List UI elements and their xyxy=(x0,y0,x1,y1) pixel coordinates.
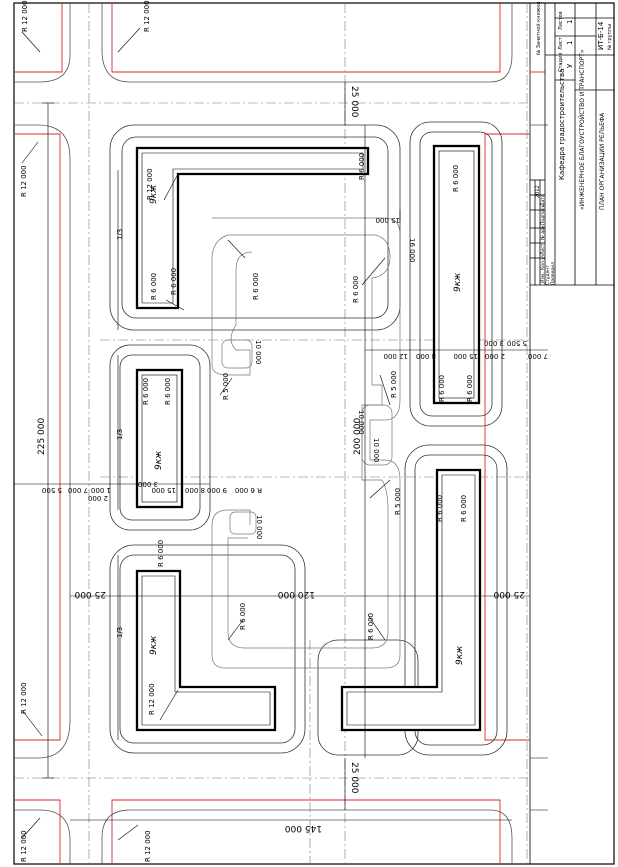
driveway xyxy=(211,217,401,669)
radius-r12-4: R 12 000 xyxy=(20,682,28,714)
red-lines xyxy=(14,3,545,864)
radius-r6-5: R 6 000 xyxy=(252,273,260,300)
dim-2-mid: 2 000 xyxy=(485,352,505,360)
title-sheet-title: ПЛАН ОРГАНИЗАЦИИ РЕЛЬЕФА xyxy=(599,112,606,210)
title-stage: У xyxy=(566,63,574,68)
dim-1-left: 1 000 xyxy=(91,486,111,494)
radius-r6-3: R 6 000 xyxy=(170,268,178,295)
radius-r12-5: R 12 000 xyxy=(20,830,28,862)
radius-r12-2: R 12 000 xyxy=(143,0,151,32)
block-outlines xyxy=(109,121,508,756)
title-sheets-header: Листов xyxy=(558,11,564,30)
title-hdr-2: Лист xyxy=(540,243,546,255)
radius-leaders xyxy=(21,27,391,841)
radius-r12-8: R 12 000 xyxy=(148,683,156,715)
building-label-1: 9кж xyxy=(149,184,159,204)
title-sheets-total: 1 xyxy=(566,20,574,24)
title-hdr-1: Кол.уч xyxy=(540,254,546,270)
dim-8-left: 8 000 xyxy=(185,486,205,494)
dim-total-height: 225 000 xyxy=(37,418,47,455)
radius-r6-8: R 6 000 xyxy=(466,375,474,402)
dim-3-left: 3 000 xyxy=(138,480,158,488)
dim-7-left: 7 000 xyxy=(68,486,88,494)
radius-r12-3: R 12 000 xyxy=(20,165,28,197)
building-label-5: 9кж xyxy=(455,645,465,665)
radius-r6-15: R 6 000 xyxy=(157,540,165,567)
title-discipline: «ИНЖЕНЕРНОЕ БЛАГОУСТРОЙСТВО И ТРАНСПОРТ» xyxy=(579,49,586,210)
radius-r6-9: R 6 000 xyxy=(142,378,150,405)
dim-10-a: 10 000 xyxy=(254,340,262,365)
title-hdr-4: Подпись xyxy=(540,204,546,225)
dim-15-mid: 15 000 xyxy=(454,352,479,360)
title-hdr-5: Дата xyxy=(540,194,546,206)
dim-ratio-1: 1/3 xyxy=(116,229,124,240)
dim-10-b: 10 000 xyxy=(255,515,263,540)
dim-bottom-street: 25 000 xyxy=(349,762,359,794)
radius-r12-7: R 12 000 xyxy=(146,168,154,200)
radius-r12-6: R 12 000 xyxy=(144,830,152,862)
title-department: Кафедра градостроительства xyxy=(558,69,566,180)
radius-r6-10: R 6 000 xyxy=(164,378,172,405)
dim-10-c: 10 000 xyxy=(357,410,365,435)
radius-r6-7: R 6 000 xyxy=(438,375,446,402)
radius-r5-1: R 5 000 xyxy=(222,373,230,400)
dim-55-left: 5 500 xyxy=(42,486,62,494)
building-label-4: 9кж xyxy=(149,635,159,655)
title-hdr-3: № док. xyxy=(540,224,546,240)
radius-r6-14: R 6 000 xyxy=(367,613,375,640)
building-bottom-left xyxy=(135,569,277,732)
radius-r6-1: R 6 000 xyxy=(358,153,366,180)
dim-15-top: 15 000 xyxy=(376,216,401,224)
radius-r5-3: R 5 000 xyxy=(394,488,402,515)
title-student: Студент xyxy=(545,265,551,285)
dim-total-width: 145 000 xyxy=(285,823,322,833)
dim-ratio-3: 1/3 xyxy=(116,627,124,638)
sheet-frame xyxy=(13,2,615,865)
dim-9-left: 9 000 xyxy=(207,486,227,494)
dim-10-d: 10 000 xyxy=(372,438,380,463)
title-gradebook: № Зачетной книжки xyxy=(535,2,542,55)
building-label-3: 9кж xyxy=(154,450,164,470)
title-checked: Проверил xyxy=(550,262,556,285)
building-bottom-right xyxy=(340,468,482,732)
dim-7-mid: 7 000 xyxy=(528,352,548,360)
dimension-lines xyxy=(14,82,548,821)
dim-16: 16 000 xyxy=(408,238,416,263)
radius-r6-12: R 6 000 xyxy=(460,495,468,522)
radius-r6-6: R 6 000 xyxy=(352,276,360,303)
title-sheet-no: 1 xyxy=(566,41,574,45)
radius-r5-2: R 5 000 xyxy=(390,371,398,398)
axis-lines xyxy=(14,3,530,864)
building-top-right xyxy=(432,144,481,405)
dim-8-mid: 8 000 xyxy=(416,352,436,360)
radius-r6-4: R 6 000 xyxy=(150,273,158,300)
dim-inner-height: 200 000 xyxy=(353,418,363,455)
dim-right-street: 25 000 xyxy=(493,589,525,599)
dim-6-left: R 6 000 xyxy=(235,486,262,494)
title-hdr-0: Изм. xyxy=(540,272,546,283)
buildings xyxy=(135,144,482,732)
dim-2-left: 2 000 xyxy=(88,494,108,502)
dim-15-left: 15 000 xyxy=(152,486,177,494)
building-label-2: 9кж xyxy=(453,272,463,292)
radius-r6-2: R 6 000 xyxy=(452,165,460,192)
title-year: 2012 xyxy=(535,185,541,198)
dim-55-mid: 5 500 xyxy=(507,339,527,347)
title-code: ИТ-Б-14 xyxy=(597,21,605,50)
dim-12-mid: 12 000 xyxy=(384,352,409,360)
dim-3-mid: 3 000 xyxy=(484,339,504,347)
dim-inner-width: 120 000 xyxy=(278,589,315,599)
dim-ratio-2: 1/3 xyxy=(116,429,124,440)
radius-r6-11: R 6 000 xyxy=(436,495,444,522)
radius-r6-13: R 6 000 xyxy=(239,603,247,630)
title-stage-header: Стадия xyxy=(558,53,564,72)
title-code-note: № группы xyxy=(607,24,613,50)
radius-r12-1: R 12 000 xyxy=(21,0,29,32)
dim-top-street: 25 000 xyxy=(349,86,359,118)
title-block xyxy=(530,3,614,286)
dim-left-street: 25 000 xyxy=(74,589,106,599)
title-sheet-header: Лист xyxy=(558,37,564,50)
